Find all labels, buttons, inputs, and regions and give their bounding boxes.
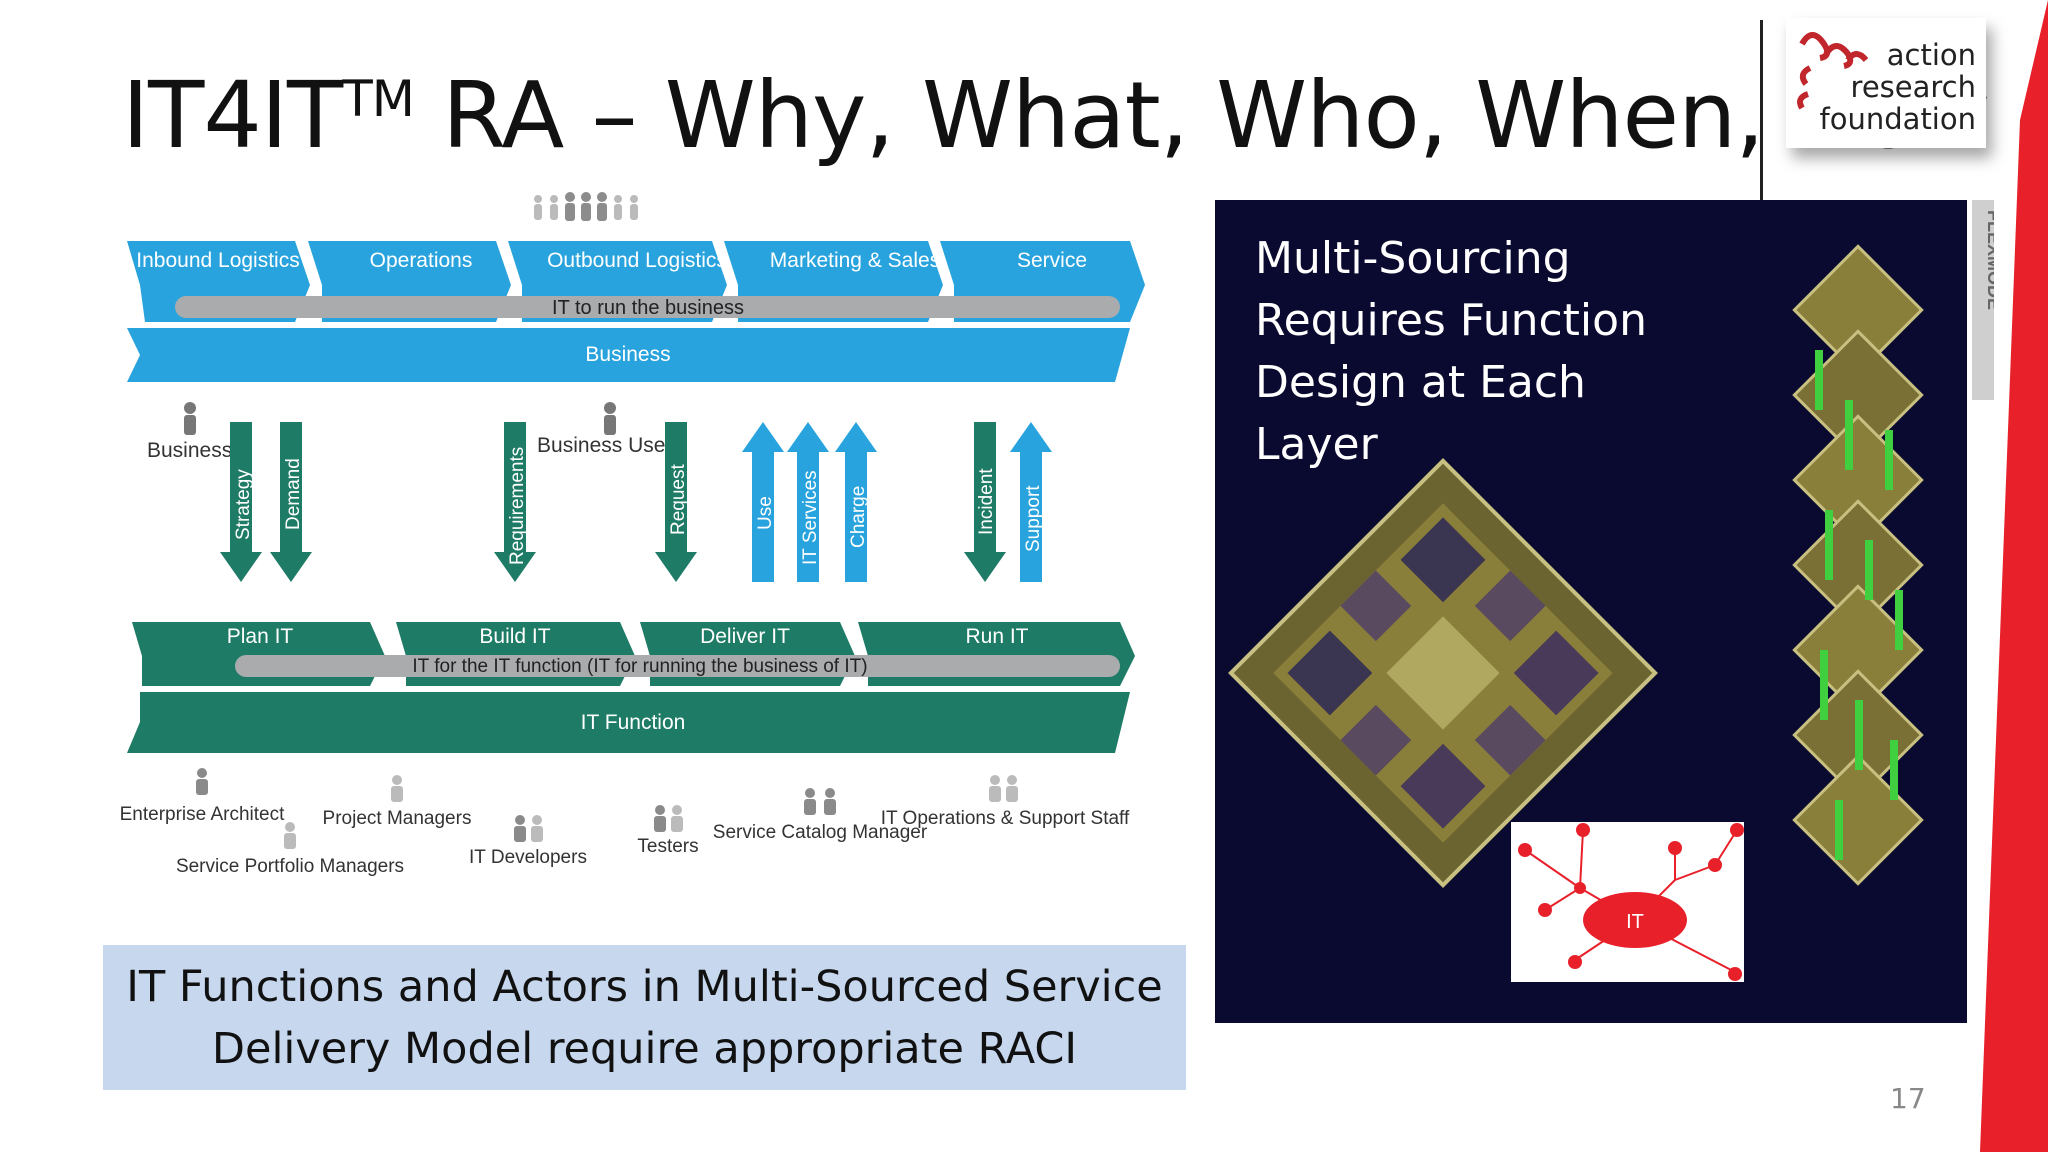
- project-managers-icon: [391, 775, 403, 802]
- title-trademark: TM: [342, 70, 415, 128]
- panel-line: Requires Function: [1255, 295, 1647, 346]
- it-for-it-label: IT for the IT function (IT for running t…: [412, 656, 867, 677]
- chevron-label: Run IT: [965, 625, 1028, 648]
- person-icon: [184, 402, 616, 435]
- logo-line-3: foundation: [1819, 102, 1976, 136]
- actor-label: Enterprise Architect: [120, 804, 285, 825]
- arrow-demand: [270, 422, 312, 582]
- title-main: IT4IT: [122, 62, 343, 169]
- actor-icons: [196, 768, 1018, 849]
- arrow-label: Support: [1023, 485, 1044, 552]
- panel-line: Multi-Sourcing: [1255, 233, 1571, 284]
- it-function-band-label: IT Function: [581, 711, 686, 734]
- it-network-diagram: IT: [1511, 822, 1744, 982]
- it4it-value-chain-diagram: Inbound Logistics Operations Outbound Lo…: [120, 192, 1145, 877]
- arrow-incident: [964, 422, 1006, 582]
- arrow-label: Request: [668, 464, 689, 535]
- arrow-strategy: [220, 422, 262, 582]
- it-function-band: [127, 692, 1130, 753]
- actor-label: Testers: [637, 836, 698, 857]
- panel-illustration: IT: [1228, 244, 1924, 982]
- chevron-label: Deliver IT: [700, 625, 790, 648]
- flexmode-text: FLEXMODE: [1984, 210, 1994, 310]
- arrow-request: [655, 422, 697, 582]
- chevron-label: Build IT: [479, 625, 550, 648]
- header-divider: [1760, 20, 1763, 210]
- chip-diamond-image: [1228, 458, 1658, 888]
- action-research-foundation-logo: action research foundation: [1786, 18, 1986, 148]
- it-operations-staff-icon: [989, 775, 1018, 802]
- arrow-support: [1010, 422, 1052, 582]
- business-band: [127, 328, 1130, 382]
- panel-line: Design at Each: [1255, 357, 1586, 408]
- actor-business-label: Business: [147, 439, 232, 462]
- network-center-label: IT: [1626, 911, 1644, 933]
- arrow-label: Demand: [283, 458, 304, 530]
- logo-swirl-icon: [1797, 32, 1869, 110]
- service-portfolio-managers-icon: [284, 822, 296, 849]
- testers-icon: [654, 805, 683, 832]
- actor-label: IT Developers: [469, 847, 587, 868]
- it-for-it-bar: [235, 655, 1120, 677]
- arrow-label: Use: [755, 496, 776, 530]
- it-run-business-bar: [175, 296, 1120, 318]
- caption-line-1: IT Functions and Actors in Multi-Sourced…: [126, 961, 1163, 1012]
- business-value-chain: Inbound Logistics Operations Outbound Lo…: [127, 241, 1145, 382]
- it-developers-icon: [514, 815, 543, 842]
- logo-line-1: action: [1886, 38, 1976, 72]
- actor-label: IT Operations & Support Staff: [881, 808, 1130, 829]
- page-number: 17: [1890, 1082, 1926, 1115]
- chevron-label: Plan IT: [227, 625, 294, 648]
- business-band-label: Business: [585, 343, 670, 366]
- arrow-label: Charge: [848, 486, 869, 548]
- actor-business-users-label: Business Users: [537, 434, 683, 457]
- arrow-label: Strategy: [233, 469, 254, 540]
- slide-title: IT4ITTM RA – Why, What, Who, When, How: [122, 62, 1991, 169]
- service-catalog-manager-icon: [804, 788, 836, 815]
- diagram-caption: IT Functions and Actors in Multi-Sourced…: [103, 945, 1186, 1090]
- actor-label: Service Catalog Manager: [713, 822, 928, 843]
- title-rest: RA – Why, What, Who, When, How: [413, 62, 1990, 169]
- chevron-label: Service: [1017, 249, 1087, 272]
- it-run-business-label: IT to run the business: [552, 297, 744, 319]
- arrow-label: IT Services: [800, 470, 821, 565]
- enterprise-architect-icon: [196, 768, 208, 795]
- chevron-label: Outbound Logistics: [547, 249, 727, 272]
- arrow-requirements: [494, 422, 536, 582]
- it-value-chain: Plan IT Build IT Deliver IT Run IT IT fo…: [127, 622, 1135, 753]
- arrow-charge: [835, 422, 877, 582]
- chevron-label: Marketing & Sales: [770, 249, 940, 272]
- actor-label: Project Managers: [323, 808, 472, 829]
- chevron-label: Inbound Logistics: [136, 249, 299, 272]
- arrow-use: [742, 422, 784, 582]
- flow-arrows: Strategy Demand Requirements Request Use…: [220, 422, 1052, 582]
- caption-line-2: Delivery Model require appropriate RACI: [211, 1023, 1078, 1074]
- logo-line-2: research: [1850, 70, 1976, 104]
- arrow-it-services: [787, 422, 829, 582]
- arrow-label: Requirements: [507, 447, 528, 565]
- stacked-chips-image: [1792, 244, 1924, 886]
- panel-line: Layer: [1255, 419, 1378, 470]
- panel-text: Multi-Sourcing Requires Function Design …: [1255, 228, 1705, 476]
- arrow-label: Incident: [976, 468, 997, 535]
- chevron-label: Operations: [370, 249, 473, 272]
- actor-label: Service Portfolio Managers: [176, 856, 404, 877]
- people-group-icon: [534, 192, 638, 221]
- flexmode-side-label: FLEXMODE: [1972, 200, 1994, 400]
